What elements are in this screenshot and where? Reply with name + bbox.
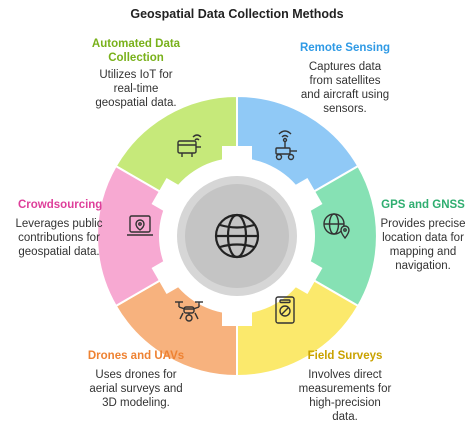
survey-tablet-icon — [275, 296, 295, 324]
method-description: Utilizes IoT for real-time geospatial da… — [95, 69, 177, 109]
segment-automated — [114, 94, 238, 199]
method-title: Remote Sensing — [299, 42, 391, 54]
globe-pin-icon — [323, 213, 350, 240]
globe-icon — [214, 213, 260, 259]
method-gps-gnss: GPS and GNSS Provides precise location d… — [373, 198, 473, 273]
method-title: Drones and UAVs — [87, 350, 185, 362]
method-title: GPS and GNSS — [381, 199, 465, 211]
method-automated: Automated Data Collection Utilizes IoT f… — [66, 37, 206, 110]
drone-icon — [175, 301, 203, 322]
method-description: Uses drones for aerial surveys and 3D mo… — [89, 369, 183, 409]
method-drones: Drones and UAVs Uses drones for aerial s… — [66, 349, 206, 410]
method-title: Crowdsourcing — [18, 199, 103, 211]
method-description: Involves direct measurements for high-pr… — [298, 369, 392, 423]
method-description: Leverages public contributions for geosp… — [15, 218, 103, 258]
method-title: Field Surveys — [307, 350, 383, 362]
gear-teeth — [151, 146, 323, 326]
iot-device-icon — [177, 134, 202, 157]
method-field-surveys: Field Surveys Involves direct measuremen… — [270, 349, 420, 424]
page-title: Geospatial Data Collection Methods — [130, 7, 344, 21]
method-remote-sensing: Remote Sensing Captures data from satell… — [270, 41, 420, 116]
method-crowdsourcing: Crowdsourcing Leverages public contribut… — [4, 198, 114, 259]
method-description: Provides precise location data for mappi… — [380, 218, 466, 272]
laptop-pin-icon — [127, 215, 153, 236]
method-title: Automated Data Collection — [91, 38, 181, 64]
method-description: Captures data from satellites and aircra… — [300, 61, 390, 115]
drone-radar-icon — [275, 130, 297, 161]
